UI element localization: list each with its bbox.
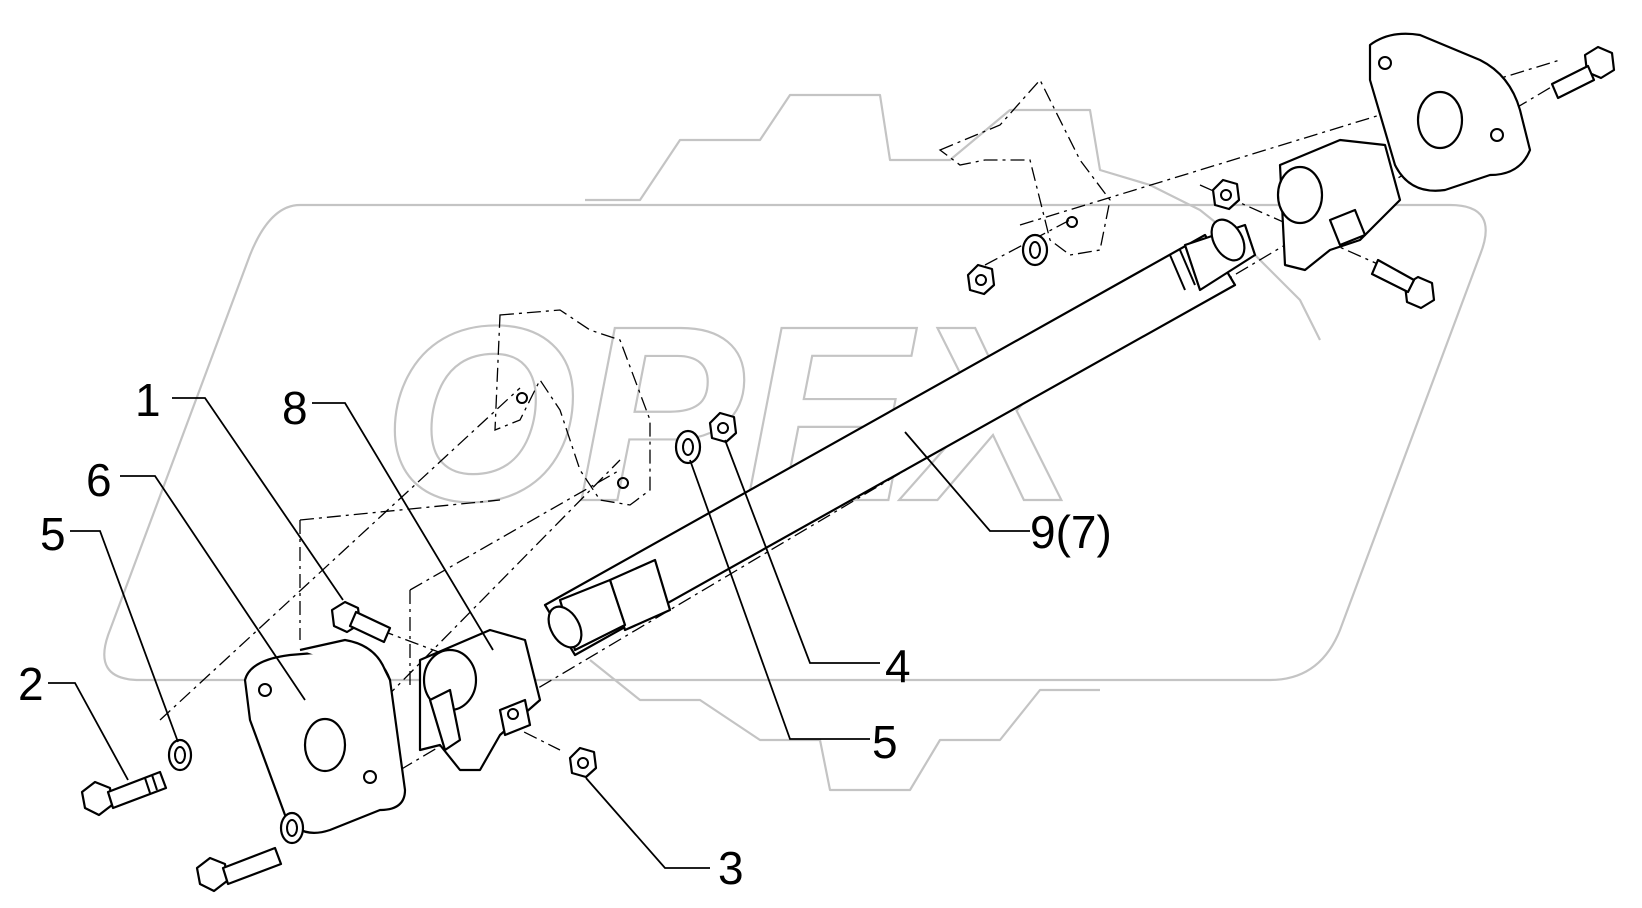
nut-4 [708,411,738,444]
leader-9 [904,431,1030,532]
leader-3 [585,777,710,869]
leader-5-center [689,459,870,740]
leader-6 [120,475,306,701]
leader-8 [312,402,494,651]
bracket-hole [516,392,528,404]
bracket-hole [617,477,629,489]
washer-5-left [167,738,193,772]
leader-1 [172,397,344,601]
callout-2: 2 [18,658,44,710]
bolt-2 [80,770,168,817]
bolt-1 [330,600,392,644]
leader-4 [724,439,880,664]
callout-8: 8 [282,382,308,434]
washer-left-lower [279,811,305,845]
leader-2 [48,682,129,781]
right-frame-bracket [938,78,1111,256]
right-flange-housing [1368,32,1532,192]
bolt-right-upper [1550,45,1616,100]
left-bearing-clamp [418,628,542,772]
nut-right-top [1211,178,1241,211]
callout-6: 6 [86,454,112,506]
callout-5-center: 5 [872,716,898,768]
leader-lines [48,397,1030,869]
nut-3 [568,746,598,779]
bolt-left-lower [195,846,283,893]
left-flange-housing [243,638,407,834]
watermark-frame [103,203,1487,682]
callout-5-left: 5 [40,508,66,560]
callout-1: 1 [135,374,161,426]
bolt-right-lower [1370,258,1436,310]
callout-3: 3 [718,842,744,894]
nut-right-bottom [966,263,996,296]
callout-labels: 1 8 6 5 2 9(7) 4 5 3 [18,374,1112,894]
right-bearing-clamp [1276,138,1402,272]
callout-4: 4 [885,640,911,692]
left-frame-bracket [494,309,651,506]
washer-5-center [674,429,702,465]
washer-right [1021,233,1049,267]
bracket-hole [1066,216,1078,228]
callout-9: 9(7) [1030,506,1112,558]
main-shaft [543,218,1257,657]
leader-5-left [70,530,179,743]
